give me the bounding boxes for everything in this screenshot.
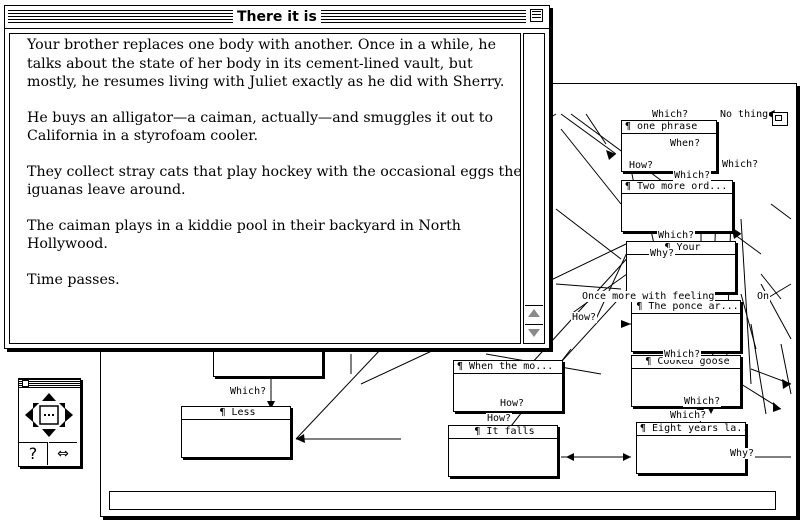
map-node-title: ¶ It falls <box>449 426 557 439</box>
arrow-up-icon <box>42 393 56 401</box>
map-horizontal-scrollbar[interactable] <box>109 491 776 510</box>
link-label[interactable]: Which? <box>663 349 702 360</box>
map-node-two-more-ord[interactable]: ¶ Two more ord... <box>621 180 733 232</box>
link-label[interactable]: No thing <box>719 109 770 120</box>
link-label[interactable]: Why? <box>729 448 756 459</box>
window-title: There it is <box>233 8 321 26</box>
help-button[interactable]: ? <box>19 442 48 465</box>
link-label[interactable]: When? <box>669 138 702 149</box>
link-label[interactable]: How? <box>486 413 513 424</box>
link-label[interactable]: Why? <box>649 248 676 259</box>
map-node-title: ¶ Less <box>182 407 290 420</box>
paragraph: They collect stray cats that play hockey… <box>27 163 522 199</box>
link-label[interactable]: Which? <box>673 170 712 181</box>
scroll-up-arrow-icon[interactable] <box>525 305 543 322</box>
arrow-right-icon <box>65 408 73 422</box>
map-node-title: ¶ Your <box>627 242 735 255</box>
paragraph: Your brother replaces one body with anot… <box>27 37 505 90</box>
paragraph: Time passes. <box>27 271 120 288</box>
link-label[interactable]: Which? <box>651 109 690 120</box>
map-zoom-icon[interactable] <box>772 112 788 126</box>
link-label[interactable]: How? <box>571 312 598 323</box>
paragraph: He buys an alligator—a caiman, actually—… <box>27 109 494 145</box>
link-label[interactable]: Which? <box>657 230 696 241</box>
map-node-eight-years[interactable]: ¶ Eight years la... <box>636 422 746 474</box>
link-label[interactable]: Once more with feeling <box>581 291 716 302</box>
scroll-down-arrow-icon[interactable] <box>525 324 543 341</box>
navigation-pad[interactable] <box>21 390 77 440</box>
tool-palette[interactable]: ? ⇔ <box>18 378 81 467</box>
map-node-title: ¶ When the mo... <box>454 361 562 374</box>
text-window[interactable]: There it is Your brother replaces one bo… <box>4 5 550 349</box>
link-label[interactable]: Which? <box>721 159 760 170</box>
map-node-it-falls[interactable]: ¶ It falls <box>448 425 558 477</box>
map-node-title: ¶ Two more ord... <box>622 181 732 194</box>
arrow-down-right-icon <box>59 421 65 427</box>
map-node-less[interactable]: ¶ Less <box>181 406 291 458</box>
arrow-left-icon <box>25 408 33 422</box>
swap-arrows-icon[interactable]: ⇔ <box>49 442 77 465</box>
link-label[interactable]: On <box>756 291 771 302</box>
map-node-title: ¶ Cooked goose <box>632 356 740 369</box>
map-node-when-the-mo[interactable]: ¶ When the mo... <box>453 360 563 412</box>
paragraph: The caiman plays in a kiddie pool in the… <box>27 217 461 253</box>
map-node-your[interactable]: ¶ Your <box>626 241 736 293</box>
zoom-box-icon[interactable] <box>530 9 543 22</box>
link-label[interactable]: Which? <box>229 386 268 397</box>
arrow-down-left-icon <box>33 421 39 427</box>
map-node-title: ¶ The ponce ar... <box>632 301 740 314</box>
map-node-title: ¶ one phrase <box>622 121 716 134</box>
text-body[interactable]: Your brother replaces one body with anot… <box>9 33 522 344</box>
text-window-titlebar[interactable]: There it is <box>5 6 549 29</box>
palette-titlebar[interactable] <box>19 379 80 388</box>
map-node-cooked-goose[interactable]: ¶ Cooked goose <box>631 355 741 407</box>
map-node-title: ¶ Eight years la... <box>637 423 745 436</box>
arrow-down-icon <box>42 429 56 437</box>
text-content: Your brother replaces one body with anot… <box>27 36 527 306</box>
palette-close-box[interactable] <box>22 380 29 387</box>
map-node-partial[interactable] <box>213 346 323 377</box>
link-label[interactable]: Which? <box>669 410 708 421</box>
vertical-scrollbar[interactable] <box>523 33 545 344</box>
map-node-ponce[interactable]: ¶ The ponce ar... <box>631 300 741 352</box>
link-label[interactable]: Which? <box>683 396 722 407</box>
arrow-up-left-icon <box>33 403 39 409</box>
arrow-up-right-icon <box>59 403 65 409</box>
link-label[interactable]: How? <box>628 160 655 171</box>
link-label[interactable]: How? <box>499 398 526 409</box>
